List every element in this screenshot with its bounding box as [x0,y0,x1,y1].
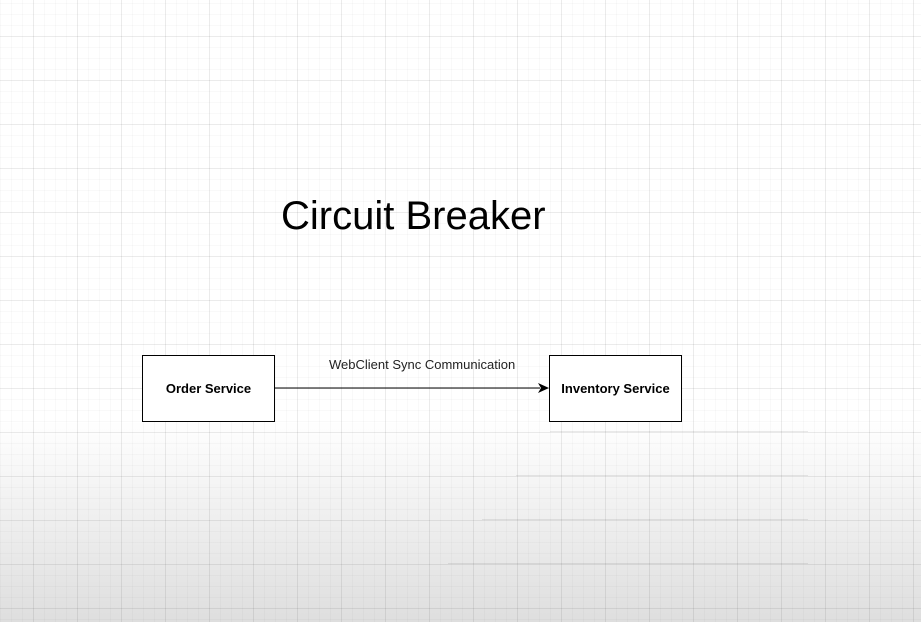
diagram-title: Circuit Breaker [281,194,546,238]
background-streak [550,431,808,432]
edge-label[interactable]: WebClient Sync Communication [329,357,516,372]
arrowhead-icon [538,383,549,393]
background-streak [448,563,808,564]
inventory-service-node[interactable]: Inventory Service [549,355,682,422]
order-service-node[interactable]: Order Service [142,355,275,422]
node-label-inventory-service: Inventory Service [561,381,670,396]
background-streak [516,475,808,476]
node-label-order-service: Order Service [165,381,252,396]
background-streak [482,519,808,520]
